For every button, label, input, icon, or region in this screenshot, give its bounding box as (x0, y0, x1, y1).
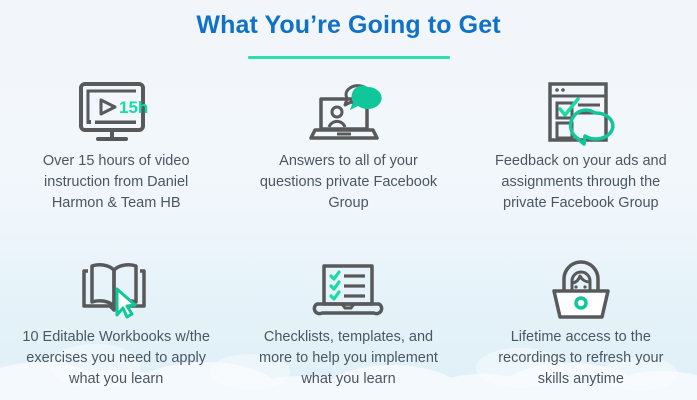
feature-card-questions: Answers to all of your questions private… (232, 77, 464, 253)
laptop-chat-icon (305, 77, 391, 151)
feature-card-checklists: Checklists, templates, and more to help … (232, 253, 464, 400)
feature-caption: Checklists, templates, and more to help … (259, 329, 438, 387)
section-header: What You’re Going to Get (0, 0, 697, 59)
feature-card-lifetime-access: Lifetime access to the recordings to ref… (465, 253, 697, 400)
video-duration-badge: 15h (119, 98, 148, 117)
feature-caption: Lifetime access to the recordings to ref… (498, 329, 664, 387)
feature-card-video: 15h Over 15 hours of video instruction f… (0, 77, 232, 253)
feature-card-feedback: Feedback on your ads and assignments thr… (465, 77, 697, 253)
feature-caption: Over 15 hours of video instruction from … (42, 153, 190, 211)
feature-caption: Feedback on your ads and assignments thr… (494, 153, 667, 211)
feature-caption: Answers to all of your questions private… (259, 153, 438, 211)
title-divider (247, 56, 450, 59)
browser-checklist-chat-icon (540, 77, 622, 151)
feature-card-workbooks: 10 Editable Workbooks w/the exercises yo… (0, 253, 232, 400)
feature-grid: 15h Over 15 hours of video instruction f… (0, 77, 697, 400)
padlock-icon (542, 253, 620, 327)
page-title: What You’re Going to Get (196, 11, 501, 39)
video-monitor-icon: 15h (74, 77, 158, 151)
laptop-checklist-icon (306, 253, 390, 327)
feature-caption: 10 Editable Workbooks w/the exercises yo… (22, 329, 210, 387)
open-book-cursor-icon (76, 253, 156, 327)
